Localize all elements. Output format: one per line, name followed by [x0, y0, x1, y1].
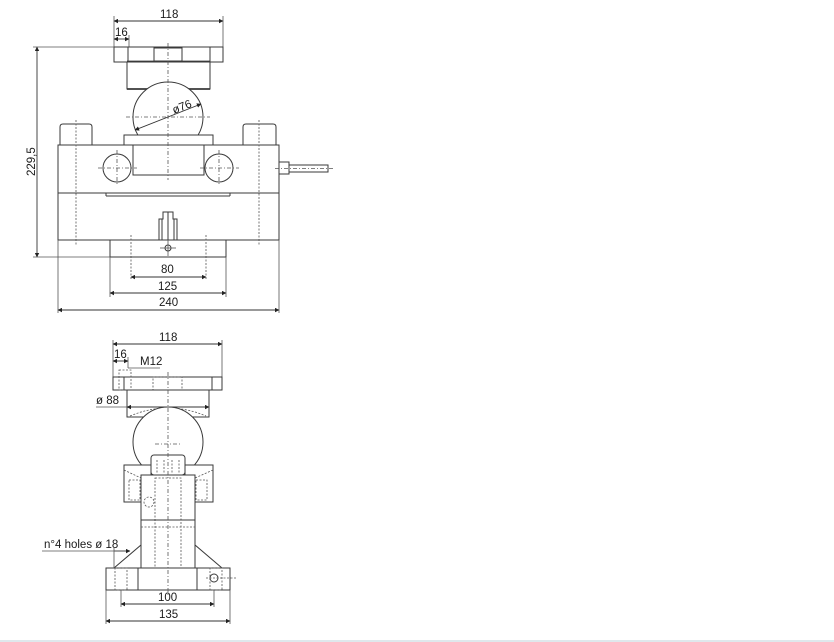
right-bolt-head: [242, 123, 277, 146]
anchor-pin: [158, 211, 178, 256]
side-view: 118 16 M12 ø 88: [42, 332, 236, 624]
label-100: 100: [158, 592, 177, 604]
ball-seat: [123, 134, 214, 146]
dim-inner-spacing: 80: [130, 264, 207, 280]
label-80: 80: [161, 264, 174, 276]
label-240: 240: [159, 297, 178, 309]
dim-front-top-offset: 16: [113, 27, 130, 47]
label-side-118: 118: [159, 332, 177, 344]
dim-total-height: 229,5: [26, 46, 114, 258]
label-front-118: 118: [160, 9, 178, 21]
label-135: 135: [159, 609, 178, 621]
label-m12: M12: [140, 356, 162, 368]
dim-holes: n°4 holes ø 18: [42, 539, 131, 568]
label-88: ø 88: [96, 395, 119, 407]
load-cell-body: [57, 144, 280, 194]
label-125: 125: [158, 281, 177, 293]
bottom-border: [0, 640, 834, 642]
label-229-5: 229,5: [26, 147, 38, 176]
label-holes: n°4 holes ø 18: [44, 539, 118, 551]
cable-gland: [275, 161, 334, 175]
dim-total-width: 240: [57, 240, 280, 313]
side-anchor-pin: [206, 573, 236, 583]
dim-side-top-offset: 16 M12: [112, 349, 162, 369]
dim-hole-spacing: 100: [120, 590, 215, 607]
label-side-16: 16: [114, 349, 127, 361]
front-view: 118 16 ø76: [26, 9, 334, 313]
right-gusset: [194, 543, 224, 569]
dim-front-top-width: 118: [113, 9, 224, 47]
side-top-plate: [112, 376, 223, 391]
label-front-16: 16: [115, 27, 128, 39]
dim-base-width: 135: [105, 590, 231, 624]
dim-foot-width: 125: [109, 257, 227, 297]
dim-side-top-width: 118: [112, 332, 223, 390]
top-plate: [113, 46, 224, 63]
